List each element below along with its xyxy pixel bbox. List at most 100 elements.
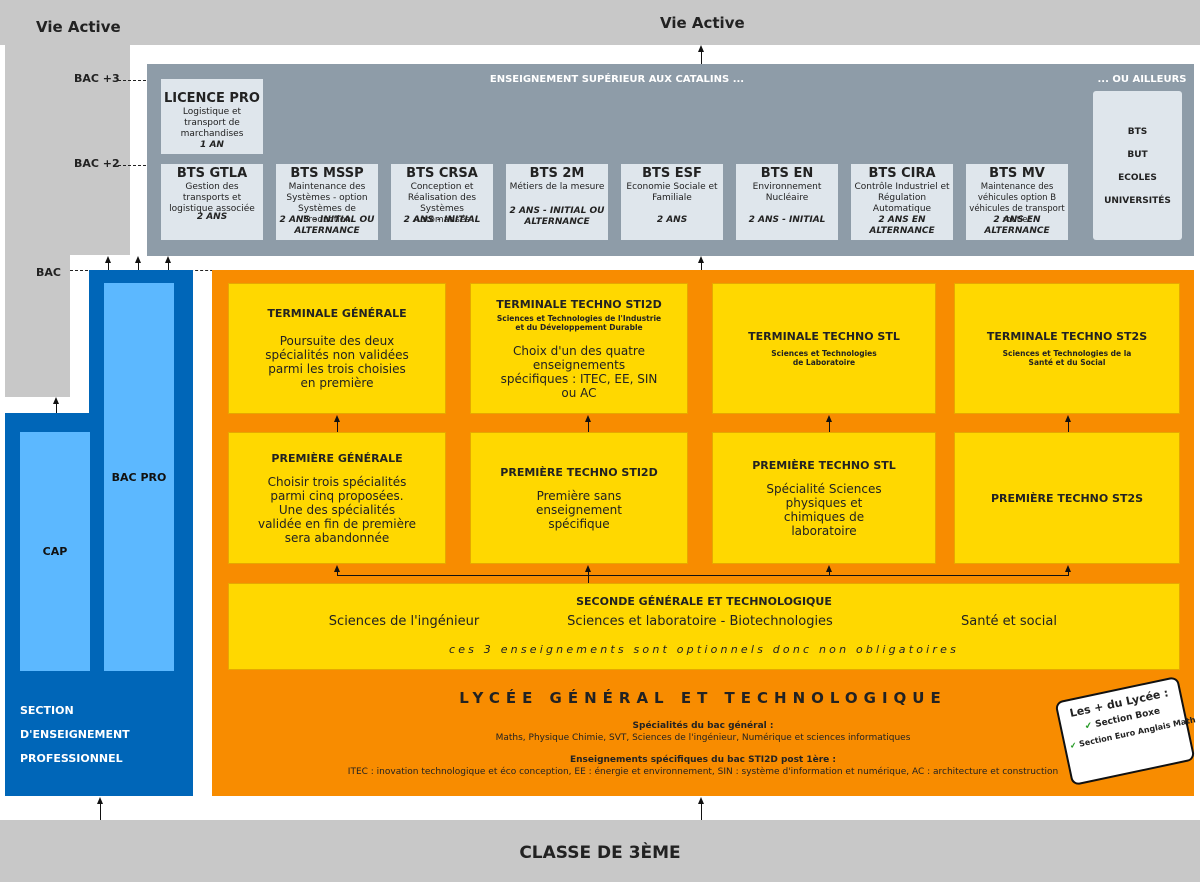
arrow-line [337,570,339,576]
arrow-up-icon [1065,565,1071,572]
arrow-up-icon [826,415,832,422]
pro-section-label: SECTION D'ENSEIGNEMENT PROFESSIONNEL [20,699,130,771]
cap-box[interactable]: CAP [20,432,90,671]
bts-title: BTS MV [989,166,1045,181]
arrow-up-icon [698,256,704,263]
terminale-st2s-box[interactable]: TERMINALE TECHNO ST2S Sciences et Techno… [954,283,1180,414]
vie-active-left-column [5,0,130,255]
vie-active-left-column-lower [5,255,70,397]
pro-section-line: SECTION [20,704,74,717]
arrow-line [701,50,703,64]
check-icon: ✔ [1083,720,1094,733]
seconde-option: Sciences et laboratoire - Biotechnologie… [567,614,833,629]
terminale-generale-box[interactable]: TERMINALE GÉNÉRALE Poursuite des deux sp… [228,283,446,414]
vie-active-center-title: Vie Active [660,14,745,32]
licence-pro-duration: 1 AN [200,140,224,150]
seconde-option: Santé et social [961,614,1057,629]
elsewhere-title: ... OU AILLEURS [1097,74,1187,85]
bac-pro-box[interactable]: BAC PRO [104,283,174,671]
premiere-desc: Première sans enseignement spécifique [536,488,622,531]
arrow-line [588,420,590,432]
terminale-desc: Choix d'un des quatre enseignements spéc… [500,343,658,400]
premiere-sti2d-box[interactable]: PREMIÈRE TECHNO STI2D Première sans ense… [470,432,688,564]
arrow-line [701,262,703,270]
arrow-up-icon [97,797,103,804]
premiere-desc: Spécialité Sciences physiques et chimiqu… [766,481,882,538]
terminale-sub: Sciences et Technologies de l'Industrie … [496,313,662,332]
lycee-spec-title: Spécialités du bac général : [632,721,774,731]
arrow-line [588,575,590,583]
pro-section-line: PROFESSIONNEL [20,752,123,765]
licence-pro-card[interactable]: LICENCE PRO Logistique et transport de m… [161,79,263,154]
classe-3eme-title: CLASSE DE 3ÈME [519,843,681,863]
lycee-title: LYCÉE GÉNÉRAL ET TECHNOLOGIQUE [459,689,947,707]
licence-pro-desc: Logistique et transport de marchandises [180,107,244,139]
bts-duration: 2 ANS - INITIAL [403,215,481,225]
elsewhere-card: BTS BUT ECOLES UNIVERSITÉS [1093,91,1182,240]
licence-pro-title: LICENCE PRO [164,91,260,106]
arrow-up-icon [1065,415,1071,422]
bts-card[interactable]: BTS MSSP Maintenance des Systèmes - opti… [276,164,378,240]
premiere-st2s-box[interactable]: PREMIÈRE TECHNO ST2S [954,432,1180,564]
arrow-line [1068,570,1070,576]
arrow-line [108,262,110,270]
bts-title: BTS GTLA [176,166,248,181]
elsewhere-item: BUT [1127,150,1148,160]
bts-title: BTS CIRA [868,166,936,181]
bts-card[interactable]: BTS GTLA Gestion des transports et logis… [161,164,263,240]
bts-desc: Maintenance des véhicules option B véhic… [969,182,1065,225]
terminale-title: TERMINALE TECHNO STL [748,330,900,343]
vie-active-top-bar [0,0,1200,45]
arrow-up-icon [698,45,704,52]
premiere-title: PREMIÈRE TECHNO ST2S [990,491,1144,505]
terminale-title: TERMINALE GÉNÉRALE [267,307,407,320]
bts-title: BTS EN [760,166,814,181]
bts-card[interactable]: BTS CRSA Conception et Réalisation des S… [391,164,493,240]
bts-card[interactable]: BTS 2M Métiers de la mesure 2 ANS - INIT… [506,164,608,240]
bts-desc: Contrôle Industriel et Régulation Automa… [854,182,950,214]
terminale-sti2d-box[interactable]: TERMINALE TECHNO STI2D Sciences et Techn… [470,283,688,414]
lycee-ens-text: ITEC : inovation technologique et éco co… [347,767,1059,777]
bts-title: BTS 2M [529,166,585,181]
terminale-desc: Poursuite des deux spécialités non valid… [265,334,409,390]
seconde-title: SECONDE GÉNÉRALE ET TECHNOLOGIQUE [576,595,832,608]
terminale-title: TERMINALE TECHNO STI2D [496,297,662,311]
premiere-generale-box[interactable]: PREMIÈRE GÉNÉRALE Choisir trois spéciali… [228,432,446,564]
bts-card[interactable]: BTS ESF Economie Sociale et Familiale 2 … [621,164,723,240]
bts-duration: 2 ANS [196,212,228,222]
arrow-up-icon [698,797,704,804]
arrow-line [701,802,703,820]
level-bac: BAC [36,266,61,279]
arrow-up-icon [105,256,111,263]
arrow-up-icon [334,415,340,422]
bts-duration: 2 ANS - INITIAL [748,215,826,225]
premiere-title: PREMIÈRE TECHNO STL [752,458,896,472]
elsewhere-item: ECOLES [1118,173,1157,183]
bts-desc: Maintenance des Systèmes - option Systèm… [286,182,368,225]
bts-duration: 2 ANS [656,215,688,225]
level-bac2: BAC +2 [74,157,120,170]
bts-title: BTS MSSP [290,166,364,181]
bts-card[interactable]: BTS EN Environnement Nucléaire 2 ANS - I… [736,164,838,240]
bts-card[interactable]: BTS MV Maintenance des véhicules option … [966,164,1068,240]
arrow-line [337,420,339,432]
bts-desc: Gestion des transports et logistique ass… [169,182,255,214]
terminale-stl-box[interactable]: TERMINALE TECHNO STL Sciences et Technol… [712,283,936,414]
premiere-stl-box[interactable]: PREMIÈRE TECHNO STL Spécialité Sciences … [712,432,936,564]
seconde-box[interactable]: SECONDE GÉNÉRALE ET TECHNOLOGIQUE [228,583,1180,670]
arrow-line [138,262,140,270]
classe-3eme-bar [0,820,1200,882]
arrow-line [100,802,102,820]
arrow-up-icon [53,397,59,404]
elsewhere-item: BTS [1127,127,1148,137]
arrow-line [56,402,58,413]
bts-title: BTS CRSA [406,166,478,181]
bts-card[interactable]: BTS CIRA Contrôle Industriel et Régulati… [851,164,953,240]
arrow-line [829,570,831,576]
vie-active-left-title: Vie Active [36,18,121,36]
arrow-up-icon [585,415,591,422]
bts-duration: 2 ANS - INITIAL OU ALTERNANCE [279,215,375,236]
lycee-spec-text: Maths, Physique Chimie, SVT, Sciences de… [495,733,911,743]
elsewhere-item: UNIVERSITÉS [1104,196,1171,206]
check-icon: ✔ [1069,740,1078,751]
